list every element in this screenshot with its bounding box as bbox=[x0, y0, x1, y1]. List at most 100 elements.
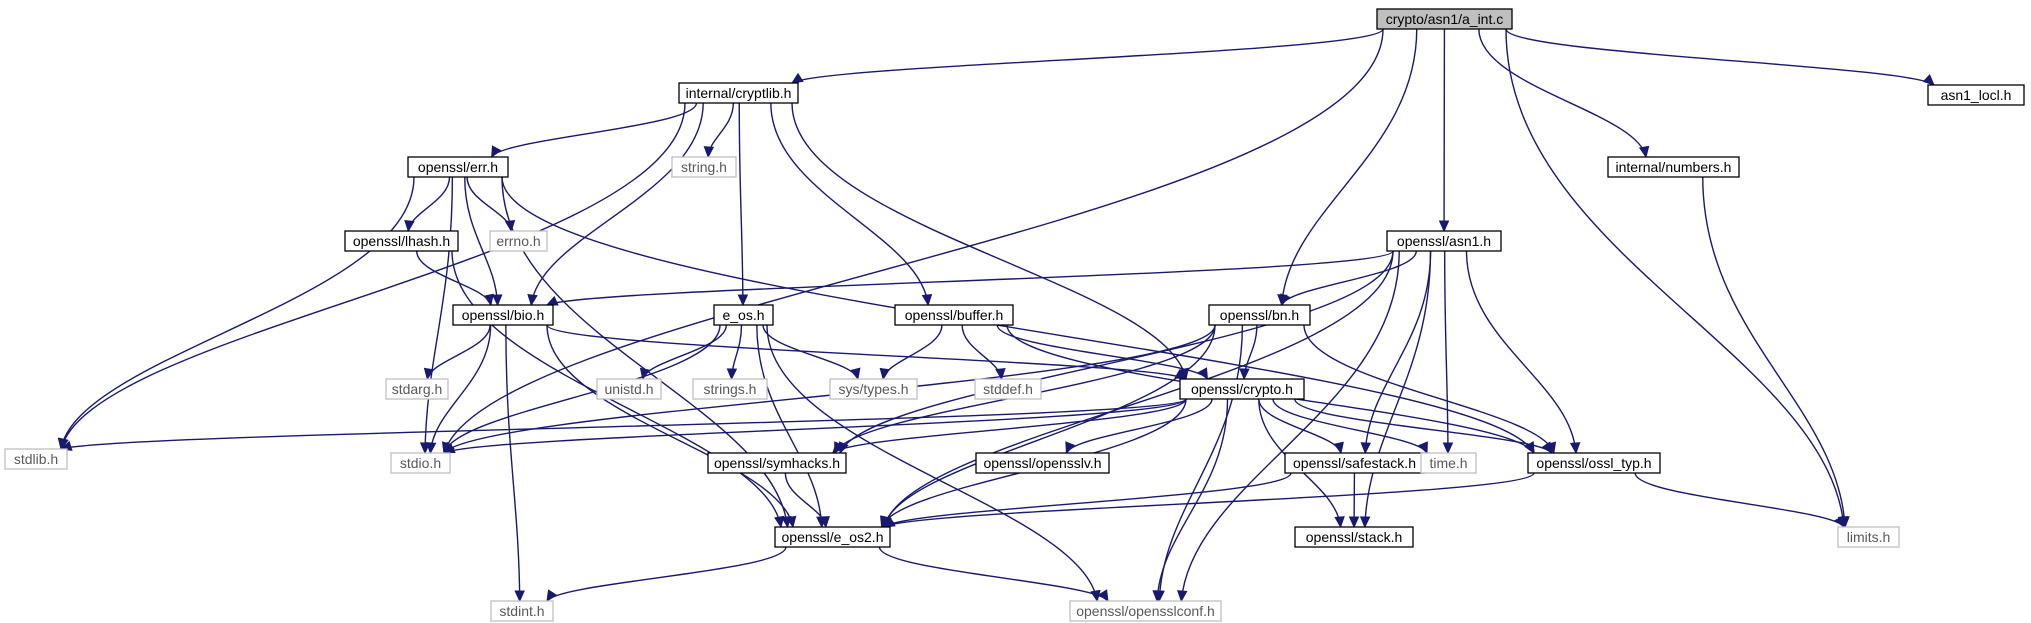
arrowhead-icon bbox=[1152, 590, 1163, 603]
edge-line bbox=[60, 398, 1187, 450]
node-label: asn1_locl.h bbox=[1941, 87, 2012, 103]
node-e_os[interactable]: e_os.h bbox=[713, 304, 774, 326]
node-crypto[interactable]: openssl/crypto.h bbox=[1179, 378, 1305, 400]
arrowhead-icon bbox=[1638, 145, 1650, 159]
edge-line bbox=[839, 250, 1394, 454]
node-strings: strings.h bbox=[692, 378, 768, 400]
edge-line bbox=[791, 28, 1384, 84]
edge-a_int-to-limits bbox=[1505, 28, 1849, 529]
edge-cryptlib-to-string bbox=[703, 102, 735, 159]
edge-a_int-to-bn bbox=[1277, 28, 1418, 307]
arrowhead-icon bbox=[1834, 515, 1845, 529]
edge-a_int-to-cryptlib bbox=[790, 28, 1384, 84]
edge-e_os2-to-opensslconf bbox=[878, 546, 1109, 603]
node-label: internal/cryptlib.h bbox=[686, 85, 792, 101]
arrowhead-icon bbox=[1438, 220, 1450, 233]
arrowhead-icon bbox=[404, 219, 415, 233]
node-box bbox=[1607, 156, 1740, 178]
arrowhead-icon bbox=[1334, 516, 1345, 529]
arrowhead-icon bbox=[1065, 441, 1076, 455]
node-box bbox=[596, 378, 662, 400]
node-a_int[interactable]: crypto/asn1/a_int.c bbox=[1376, 8, 1513, 30]
node-string: string.h bbox=[671, 156, 737, 178]
edge-err-to-bio bbox=[464, 176, 503, 307]
node-box bbox=[407, 156, 509, 178]
node-box bbox=[452, 304, 554, 326]
arrowhead-icon bbox=[527, 293, 538, 307]
node-box bbox=[1376, 8, 1513, 30]
node-buffer[interactable]: openssl/buffer.h bbox=[894, 304, 1014, 326]
node-asn1_locl[interactable]: asn1_locl.h bbox=[1927, 84, 2025, 106]
edge-line bbox=[546, 324, 794, 528]
edge-line bbox=[546, 250, 1394, 306]
edge-bio-to-stdio bbox=[425, 324, 492, 455]
node-ossl_typ[interactable]: openssl/ossl_typ.h bbox=[1527, 452, 1661, 474]
node-numbers[interactable]: internal/numbers.h bbox=[1607, 156, 1740, 178]
edge-line bbox=[1258, 398, 1342, 454]
arrowhead-icon bbox=[785, 515, 797, 529]
arrowhead-icon bbox=[1239, 368, 1250, 381]
node-label: stdio.h bbox=[400, 455, 441, 471]
node-box bbox=[490, 600, 554, 622]
node-label: sys/types.h bbox=[838, 381, 908, 397]
edge-line bbox=[501, 176, 789, 528]
edge-line bbox=[416, 250, 492, 306]
edge-line bbox=[443, 28, 1384, 454]
edge-crypto-to-opensslconf bbox=[1152, 398, 1229, 603]
edge-line bbox=[1443, 250, 1449, 454]
node-stdlib: stdlib.h bbox=[4, 448, 68, 470]
edge-line bbox=[883, 250, 1394, 528]
edge-symhacks-to-e_os2 bbox=[784, 472, 830, 529]
node-label: openssl/bio.h bbox=[462, 307, 545, 323]
edge-line bbox=[882, 324, 943, 380]
edge-buffer-to-stddef bbox=[961, 324, 1006, 381]
node-err[interactable]: openssl/err.h bbox=[407, 156, 509, 178]
arrowhead-icon bbox=[1197, 367, 1209, 381]
edge-line bbox=[1505, 28, 1935, 86]
edge-line bbox=[1505, 28, 1845, 528]
node-bio[interactable]: openssl/bio.h bbox=[452, 304, 554, 326]
node-asn1[interactable]: openssl/asn1.h bbox=[1386, 230, 1502, 252]
node-lhash[interactable]: openssl/lhash.h bbox=[344, 230, 459, 252]
edge-line bbox=[883, 324, 1216, 528]
arrowhead-icon bbox=[703, 146, 715, 159]
arrowhead-icon bbox=[995, 368, 1006, 381]
node-box bbox=[671, 156, 737, 178]
node-safestack[interactable]: openssl/safestack.h bbox=[1284, 452, 1425, 474]
node-label: time.h bbox=[1429, 455, 1467, 471]
node-label: openssl/lhash.h bbox=[353, 233, 450, 249]
node-label: openssl/safestack.h bbox=[1293, 455, 1416, 471]
node-box bbox=[1069, 600, 1222, 622]
edge-line bbox=[791, 102, 1187, 380]
arrowhead-icon bbox=[1097, 589, 1109, 603]
node-cryptlib[interactable]: internal/cryptlib.h bbox=[678, 82, 799, 104]
edge-line bbox=[1465, 250, 1577, 454]
edge-line bbox=[1702, 176, 1846, 528]
edge-cryptlib-to-stdlib bbox=[58, 102, 686, 451]
edge-line bbox=[443, 398, 1187, 454]
edge-safestack-to-stack bbox=[1348, 472, 1360, 529]
node-stack[interactable]: openssl/stack.h bbox=[1294, 526, 1414, 548]
node-bn[interactable]: openssl/bn.h bbox=[1208, 304, 1311, 326]
edge-line bbox=[464, 176, 499, 306]
edge-asn1-to-bn bbox=[1280, 250, 1418, 307]
edge-safestack-to-e_os2 bbox=[883, 472, 1292, 528]
arrowhead-icon bbox=[1418, 441, 1428, 455]
node-time: time.h bbox=[1420, 452, 1477, 474]
node-label: strings.h bbox=[704, 381, 757, 397]
node-opensslv[interactable]: openssl/opensslv.h bbox=[975, 452, 1110, 474]
edge-line bbox=[1364, 250, 1432, 454]
arrowhead-icon bbox=[1333, 441, 1344, 455]
node-label: stdint.h bbox=[499, 603, 544, 619]
node-box bbox=[1179, 378, 1305, 400]
node-label: stdarg.h bbox=[392, 381, 443, 397]
arrowhead-icon bbox=[423, 367, 435, 381]
edge-bn-to-crypto bbox=[1239, 324, 1258, 381]
node-label: openssl/asn1.h bbox=[1397, 233, 1491, 249]
node-symhacks[interactable]: openssl/symhacks.h bbox=[707, 452, 847, 474]
node-e_os2[interactable]: openssl/e_os2.h bbox=[774, 526, 891, 548]
node-systypes: sys/types.h bbox=[829, 378, 918, 400]
node-stdarg: stdarg.h bbox=[385, 378, 449, 400]
node-box bbox=[1837, 526, 1900, 548]
